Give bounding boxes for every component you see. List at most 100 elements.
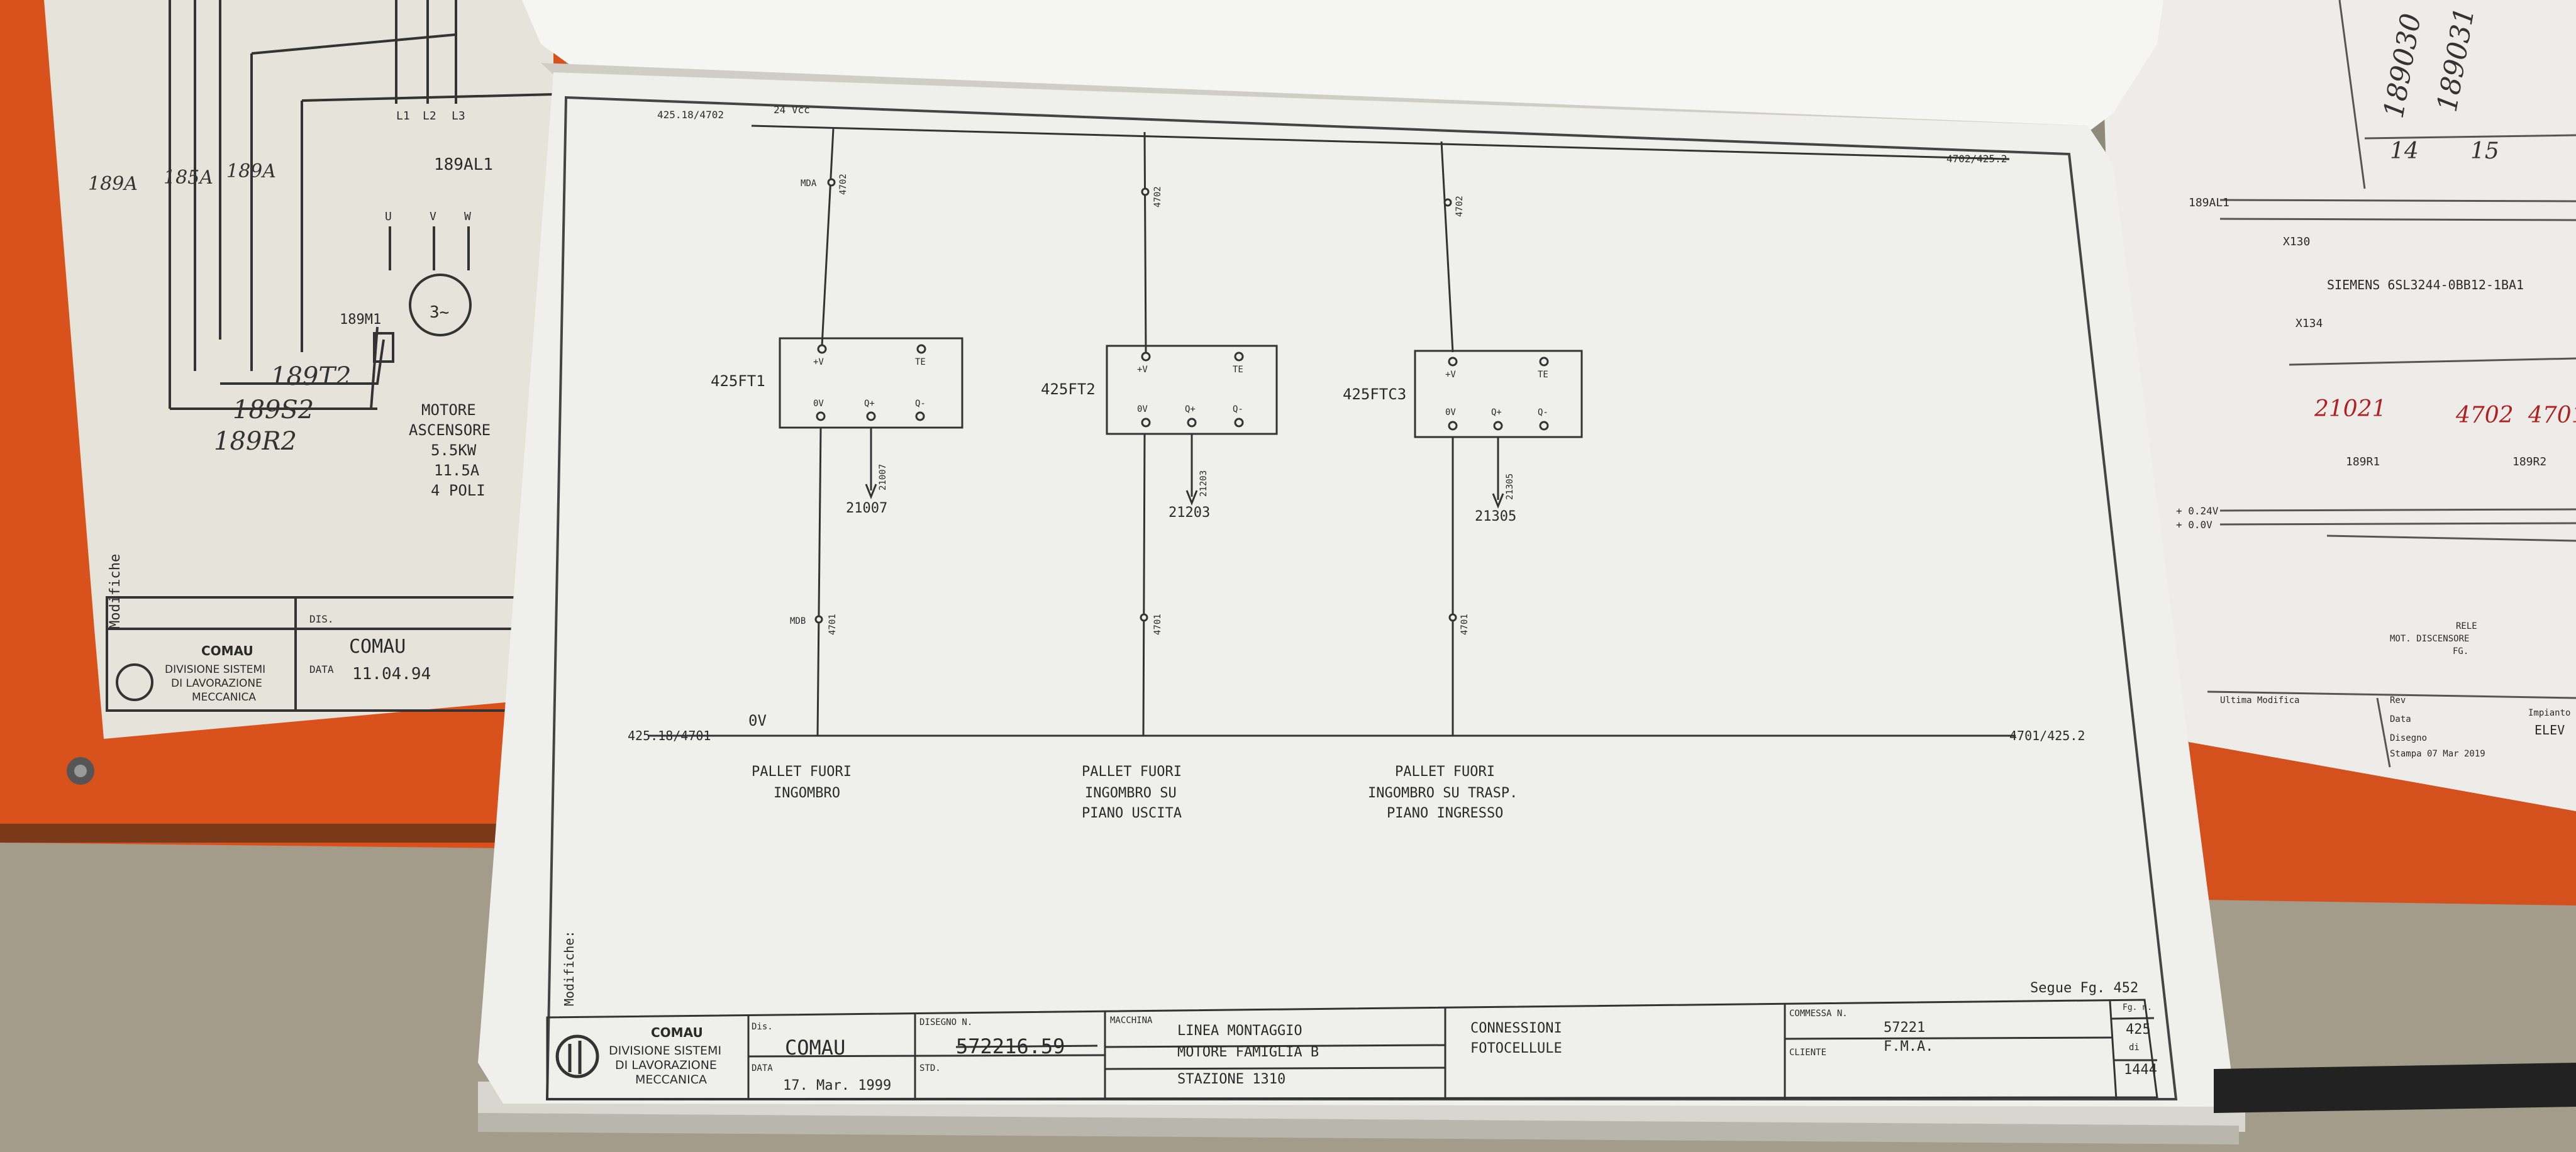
modifiche-label: Modifiche:	[562, 931, 577, 1006]
tb-macchina-3: STAZIONE 1310	[1177, 1072, 1285, 1087]
sensor-425FT1	[779, 128, 963, 736]
bottom-right-ref: 4701/425.2	[2009, 728, 2085, 743]
sensor-1-pin-qminus: Q-	[915, 399, 926, 409]
left-division-2: DI LAVORAZIONE	[171, 677, 262, 690]
sensor-425FTC3	[1414, 141, 1583, 736]
zero-volt-label: 0V	[748, 712, 767, 729]
drawing-frame	[545, 96, 2178, 1100]
sensor-2-pin-plusv: +V	[1137, 365, 1148, 375]
top-left-ref: 425.18/4702	[657, 109, 724, 121]
right-footer-4: Disegno	[2390, 733, 2427, 743]
tb-commessa-label: COMMESSA N.	[1789, 1009, 1848, 1019]
left-data-label: DATA	[309, 663, 334, 675]
top-right-ref: 4702/425.2	[1946, 153, 2007, 165]
tb-disegno-label: DISEGNO N.	[919, 1017, 972, 1027]
left-motor-symbol: 3~	[430, 303, 449, 322]
right-hand-top-3: 14	[2390, 138, 2419, 164]
title-block-text: COMAU DIVISIONE SISTEMI DI LAVORAZIONE M…	[609, 1003, 2157, 1094]
left-sheet-text: L1 L2 L3 189AL1 189A 185A 189A 189T2 189…	[88, 109, 493, 704]
tb-dis-value: COMAU	[785, 1036, 845, 1060]
segue-label: Segue Fg. 452	[2030, 980, 2138, 996]
left-ref-main: 189AL1	[434, 155, 493, 174]
right-footer-5: Stampa 07 Mar 2019	[2390, 749, 2485, 759]
left-comau-logo	[116, 663, 153, 701]
right-supply-2: + 0.0V	[2176, 519, 2212, 531]
supply-rails	[648, 125, 2016, 737]
left-terminal-l3: L3	[452, 109, 465, 123]
tb-disegno-value: 572216.59	[956, 1034, 1065, 1058]
tb-cliente-value: F.M.A.	[1884, 1039, 1933, 1055]
sensor-3-pin-te: TE	[1538, 370, 1548, 380]
sensor-3-pin-plusv: +V	[1445, 370, 1456, 380]
tb-description-1: CONNESSIONI	[1470, 1021, 1562, 1036]
right-caption-3: FG.	[2453, 646, 2468, 656]
tb-macchina-1: LINEA MONTAGGIO	[1177, 1023, 1302, 1039]
right-caption-1: RELE	[2456, 621, 2477, 631]
left-data-value: 11.04.94	[352, 665, 431, 684]
sensor-1-wire-top: 4702	[838, 174, 848, 195]
sensor-1-pin-qplus: Q+	[864, 399, 875, 409]
tb-data-label: DATA	[752, 1063, 773, 1073]
right-hand-mid-1: 21021	[2314, 396, 2387, 422]
left-motor-text-1: MOTORE	[421, 401, 476, 419]
left-hand-ref-3: 189A	[226, 160, 276, 182]
sensor-2-pin-qplus: Q+	[1185, 404, 1196, 414]
tb-std-label: STD.	[919, 1063, 941, 1073]
tb-commessa-value: 57221	[1884, 1020, 1925, 1036]
sensor-3-id: 425FTC3	[1343, 385, 1406, 403]
right-x130: X130	[2283, 235, 2310, 248]
tb-di-value: 1444	[2124, 1062, 2157, 1078]
right-sheet-content	[2207, 0, 2576, 768]
tb-division-3: MECCANICA	[635, 1073, 707, 1087]
sensor-2-caption-2: INGOMBRO SU	[1085, 785, 1177, 801]
right-footer-2: Rev	[2390, 695, 2406, 706]
left-motor-text-2: ASCENSORE	[409, 421, 491, 439]
right-hand-mid-2: 4702	[2455, 402, 2514, 428]
tb-data-value: 17. Mar. 1999	[783, 1078, 891, 1094]
left-hand-wire-t2: 189T2	[270, 362, 351, 391]
left-dis-value: COMAU	[349, 636, 406, 658]
right-footer-6: Impianto	[2528, 708, 2570, 718]
rail-labels: 425.18/4702 24 Vcc 4702/425.2 425.18/470…	[628, 104, 2085, 743]
sensor-3-pin-qminus: Q-	[1538, 407, 1548, 418]
left-dis-label: DIS.	[309, 613, 334, 625]
sensor-3-wire-top: 4702	[1455, 196, 1465, 217]
left-company: COMAU	[201, 643, 253, 658]
sensor-3-caption-2: INGOMBRO SU TRASP.	[1368, 785, 1518, 801]
sensor-1-caption-1: PALLET FUORI	[752, 764, 852, 780]
cable	[2214, 1063, 2576, 1113]
right-hand-mid-3: 4701	[2528, 402, 2576, 428]
tb-dis-label: Dis.	[752, 1022, 773, 1032]
left-division-3: MECCANICA	[192, 691, 256, 704]
left-motor-pin-v: V	[430, 210, 436, 223]
right-caption-2: MOT. DISCENSORE	[2390, 634, 2469, 644]
sensor-1-mda: MDA	[801, 179, 817, 189]
right-x134: X134	[2296, 317, 2323, 330]
left-hand-wire-r2: 189R2	[214, 427, 297, 456]
sensor-2-pin-qminus: Q-	[1233, 404, 1243, 414]
left-motor-id: 189M1	[340, 312, 381, 328]
tb-fg-label: Fg. n.	[2123, 1003, 2152, 1012]
sensor-2-out-wire: 21203	[1199, 470, 1209, 497]
binder-stack-shadow	[478, 1113, 2239, 1144]
right-footer-1: Ultima Modifica	[2220, 695, 2299, 706]
left-motor-pin-w: W	[464, 210, 471, 223]
left-terminal-l2: L2	[423, 109, 436, 123]
left-motor-text-3: 5.5KW	[431, 441, 477, 459]
sensor-425FT2	[1106, 131, 1278, 736]
tb-di-label: di	[2129, 1043, 2140, 1053]
sensor-2-pin-te: TE	[1233, 365, 1243, 375]
right-supply-1: + 0.24V	[2176, 505, 2219, 517]
tb-division-1: DIVISIONE SISTEMI	[609, 1044, 721, 1058]
bottom-left-ref: 425.18/4701	[628, 728, 711, 743]
right-label-2: 189R2	[2512, 455, 2546, 468]
sensor-3-pin-0v: 0V	[1445, 407, 1456, 418]
curled-page	[522, 0, 2163, 132]
right-hand-top-4: 15	[2470, 138, 2499, 164]
sensor-2-out-label: 21203	[1169, 505, 1210, 521]
right-siemens: SIEMENS 6SL3244-0BB12-1BA1	[2327, 277, 2524, 292]
sensor-1-id: 425FT1	[711, 372, 765, 390]
folder-edge	[0, 824, 566, 843]
sensor-2-wire-top: 4702	[1153, 186, 1163, 208]
sensor-1-pin-plusv: +V	[813, 357, 824, 367]
